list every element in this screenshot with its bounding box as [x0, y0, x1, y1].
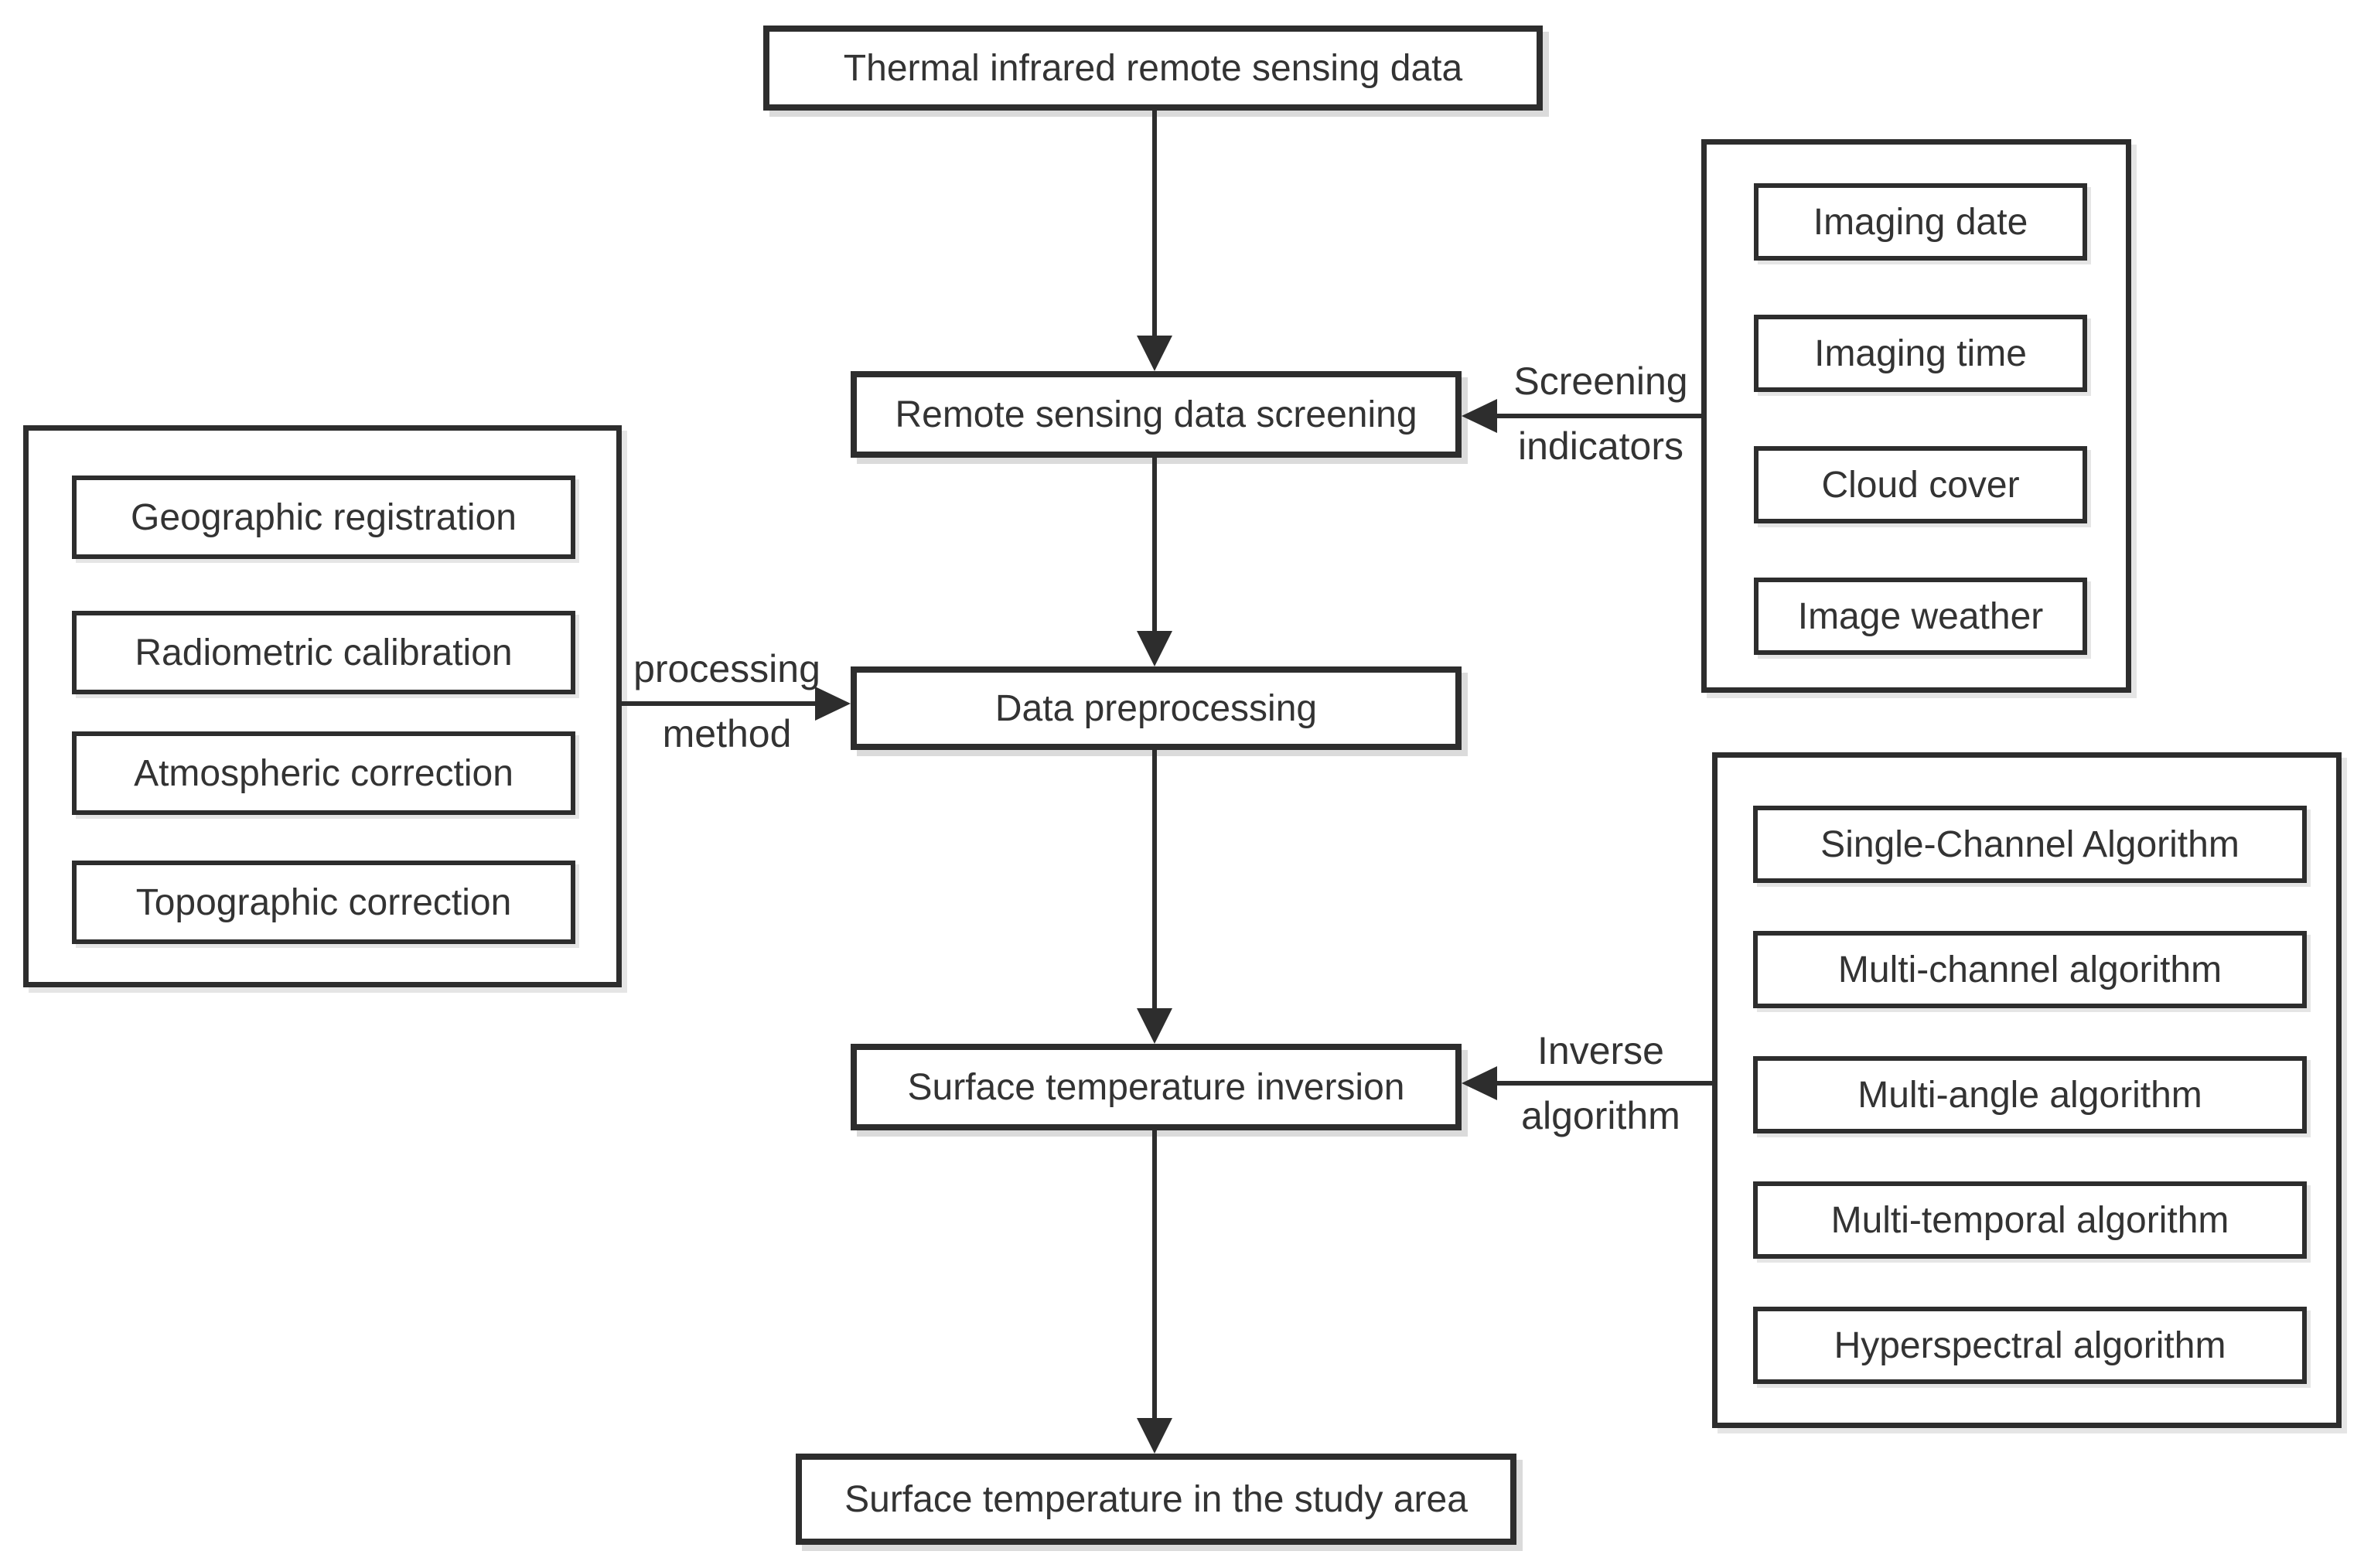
label-processing-method: processing method — [619, 645, 835, 758]
connector-inverse-algorithm-line — [1497, 1081, 1712, 1086]
screening-indicator-imaging-time: Imaging time — [1754, 315, 2087, 392]
group-processing-methods: Geographic registration Radiometric cali… — [23, 425, 622, 987]
processing-method-radiometric-calibration: Radiometric calibration — [72, 611, 575, 694]
connector-screening-indicators-line — [1497, 414, 1701, 418]
processing-method-topographic-correction: Topographic correction — [72, 861, 575, 944]
connector-processing-method-arrowhead-icon — [815, 687, 851, 721]
flow-box-inversion: Surface temperature inversion — [851, 1044, 1462, 1130]
inverse-algorithm-multi-angle: Multi-angle algorithm — [1753, 1056, 2307, 1133]
connector-inverse-algorithm-arrowhead-icon — [1462, 1066, 1497, 1100]
label-inverse-algorithm: Inverse algorithm — [1492, 1027, 1709, 1140]
inverse-algorithm-multi-temporal: Multi-temporal algorithm — [1753, 1181, 2307, 1259]
connector-screening-preprocessing-line — [1152, 458, 1157, 632]
connector-screening-preprocessing-arrowhead-icon — [1137, 631, 1172, 666]
label-screening-indicators: Screening indicators — [1492, 357, 1709, 470]
label-screening-indicators-line2: indicators — [1518, 424, 1683, 468]
inverse-algorithm-multi-channel: Multi-channel algorithm — [1753, 931, 2307, 1008]
processing-method-atmospheric-correction: Atmospheric correction — [72, 731, 575, 815]
connector-preprocessing-inversion-line — [1152, 750, 1157, 1010]
connector-inversion-result-line — [1152, 1130, 1157, 1420]
inverse-algorithm-single-channel: Single-Channel Algorithm — [1753, 806, 2307, 883]
connector-preprocessing-inversion-arrowhead-icon — [1137, 1008, 1172, 1044]
connector-source-screening-line — [1152, 111, 1157, 337]
connector-processing-method-line — [622, 701, 815, 706]
label-inverse-algorithm-line2: algorithm — [1521, 1094, 1680, 1137]
screening-indicator-imaging-date: Imaging date — [1754, 183, 2087, 261]
flow-box-result: Surface temperature in the study area — [796, 1454, 1516, 1545]
label-screening-indicators-line1: Screening — [1513, 360, 1688, 403]
label-processing-method-line2: method — [662, 712, 792, 755]
connector-inversion-result-arrowhead-icon — [1137, 1418, 1172, 1454]
flow-box-source: Thermal infrared remote sensing data — [763, 26, 1543, 111]
label-processing-method-line1: processing — [633, 647, 820, 690]
screening-indicator-image-weather: Image weather — [1754, 578, 2087, 655]
processing-method-geographic-registration: Geographic registration — [72, 476, 575, 559]
group-screening-indicators: Imaging date Imaging time Cloud cover Im… — [1701, 139, 2131, 693]
flow-box-screening: Remote sensing data screening — [851, 371, 1462, 458]
connector-screening-indicators-arrowhead-icon — [1462, 399, 1497, 433]
connector-source-screening-arrowhead-icon — [1137, 336, 1172, 371]
flow-box-preprocessing: Data preprocessing — [851, 666, 1462, 750]
inverse-algorithm-hyperspectral: Hyperspectral algorithm — [1753, 1307, 2307, 1384]
label-inverse-algorithm-line1: Inverse — [1537, 1029, 1664, 1072]
screening-indicator-cloud-cover: Cloud cover — [1754, 446, 2087, 523]
group-inverse-algorithms: Single-Channel Algorithm Multi-channel a… — [1712, 752, 2342, 1428]
